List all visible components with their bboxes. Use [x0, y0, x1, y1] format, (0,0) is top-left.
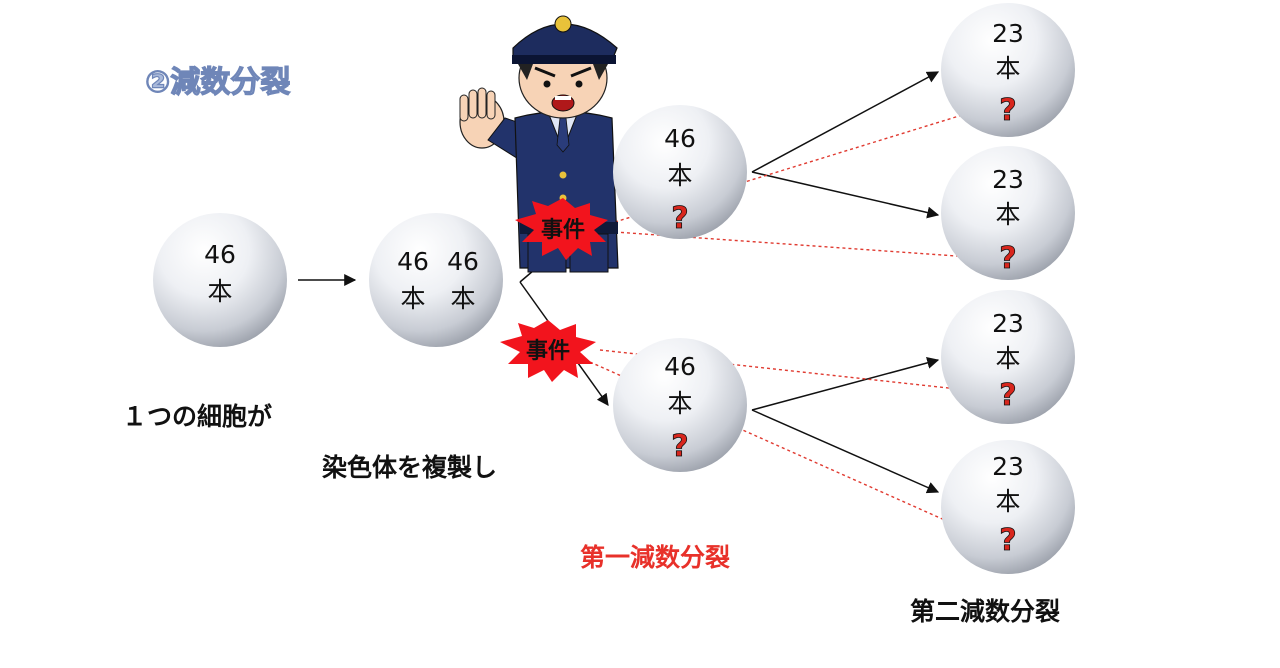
arrow-first-upper-to-second-2: [751, 171, 940, 219]
cell-second-2-count: 23: [992, 165, 1024, 194]
burst-upper-label: 事件: [541, 217, 585, 243]
cell-first-lower: 46 本 ?: [613, 338, 747, 472]
cell-second-1-unit: 本: [995, 54, 1020, 83]
cell-second-4-count: 23: [992, 452, 1024, 481]
caption-first-division: 第一減数分裂: [580, 543, 730, 572]
cell-first-lower-count: 46: [664, 352, 696, 381]
cell-second-4: 23 本 ?: [941, 440, 1075, 574]
burst-lower: 事件: [500, 320, 596, 382]
cell-first-upper: 46 本 ?: [613, 105, 747, 239]
cell-duplicated: 46 本 46 本: [369, 213, 503, 347]
arrow-first-upper-to-second-1: [751, 71, 940, 173]
dashed-arrow-upper-burst-to-second-1: [614, 105, 987, 223]
cell-original-unit: 本: [207, 277, 232, 306]
cell-original-count: 46: [204, 240, 236, 269]
cell-first-upper-question-mark: ?: [671, 201, 688, 236]
cell-second-3-unit: 本: [995, 344, 1020, 373]
diagram-title: ②減数分裂: [145, 65, 290, 100]
cell-second-4-unit: 本: [995, 487, 1020, 516]
cell-second-2-unit: 本: [995, 200, 1020, 229]
burst-upper: 事件: [515, 198, 608, 260]
caption-duplicate: 染色体を複製し: [322, 453, 497, 482]
arrow-first-lower-to-second-4: [751, 409, 940, 494]
cell-second-3-count: 23: [992, 309, 1024, 338]
burst-lower-label: 事件: [526, 338, 570, 364]
cell-second-2: 23 本 ?: [941, 146, 1075, 280]
cell-original: 46 本: [153, 213, 287, 347]
arrow-first-lower-to-second-3: [751, 357, 940, 411]
cell-second-1-count: 23: [992, 19, 1024, 48]
cell-duplicated-right-unit: 本: [450, 284, 475, 313]
cell-first-upper-unit: 本: [667, 161, 692, 190]
cell-second-1: 23 本 ?: [941, 3, 1075, 137]
cell-second-3: 23 本 ?: [941, 290, 1075, 424]
cell-second-3-question-mark: ?: [999, 378, 1016, 413]
cell-first-lower-question-mark: ?: [671, 429, 688, 464]
cell-second-1-question-mark: ?: [999, 93, 1016, 128]
cell-second-4-question-mark: ?: [999, 523, 1016, 558]
cell-second-2-question-mark: ?: [999, 241, 1016, 276]
cell-duplicated-left-unit: 本: [400, 284, 425, 313]
cell-first-lower-unit: 本: [667, 389, 692, 418]
cell-duplicated-right-count: 46: [447, 247, 479, 276]
cell-first-upper-count: 46: [664, 124, 696, 153]
cell-duplicated-left-count: 46: [397, 247, 429, 276]
caption-second-division: 第二減数分裂: [910, 597, 1060, 626]
dashed-arrow-lower-burst-to-second-3: [599, 349, 987, 397]
caption-one-cell: １つの細胞が: [122, 402, 272, 431]
